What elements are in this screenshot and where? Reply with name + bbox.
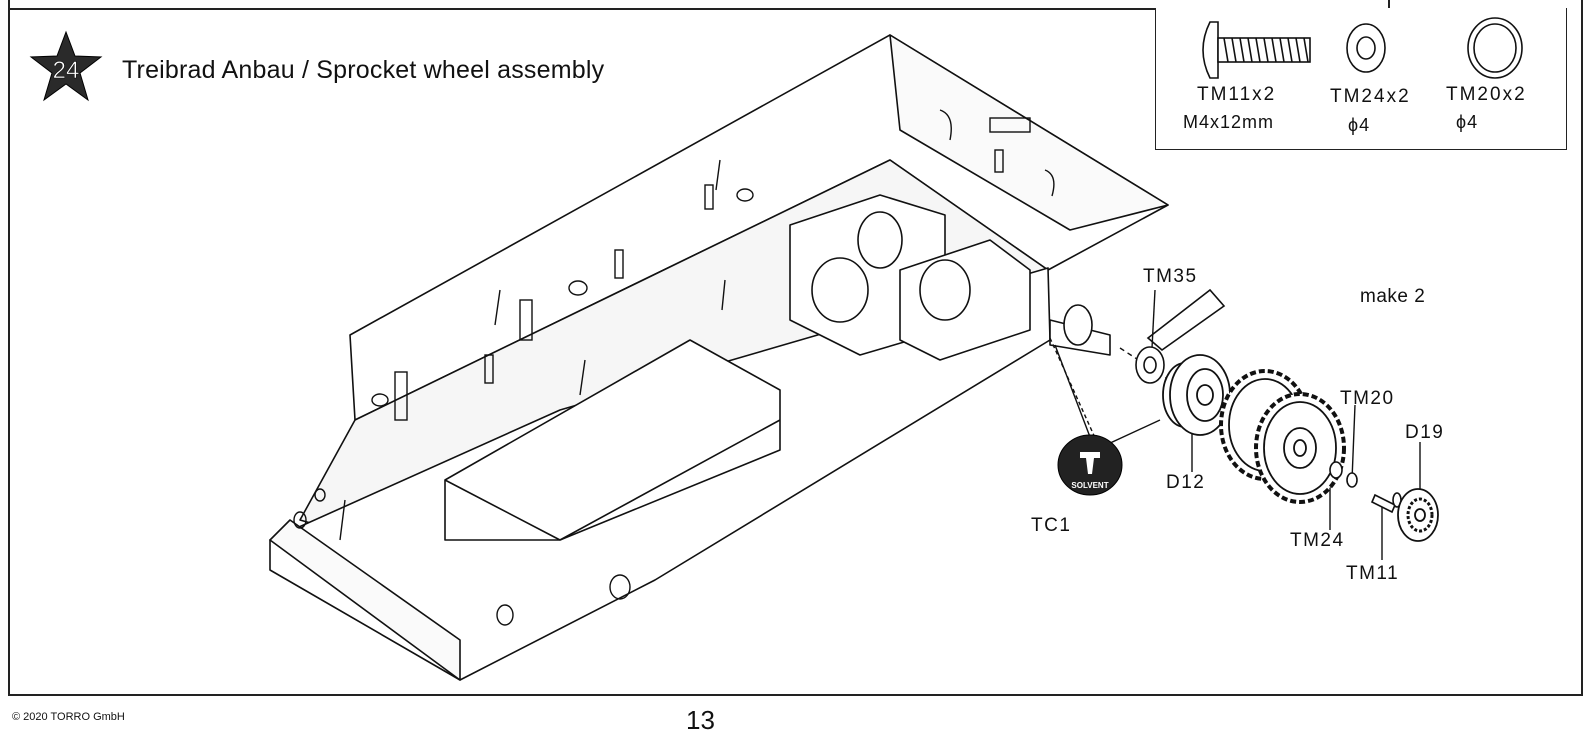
tm24-washer [1329, 461, 1343, 479]
step-title: Treibrad Anbau / Sprocket wheel assembly [122, 56, 605, 84]
copyright-notice: © 2020 TORRO GmbH [12, 711, 125, 723]
solvent-badge: SOLVENT [1057, 434, 1123, 496]
d12-hub [1162, 354, 1231, 436]
sprocket-wheel [1219, 369, 1346, 504]
solvent-text: SOLVENT [1071, 481, 1108, 490]
part-spec-tm24: ϕ4 [1348, 115, 1371, 135]
callout-tm20: TM20 [1340, 388, 1395, 409]
parts-divider [1388, 0, 1390, 8]
callout-tm11: TM11 [1346, 563, 1400, 584]
parts-box [1155, 8, 1567, 150]
part-label-tm20: TM20x2 [1446, 84, 1527, 105]
applicator-nib [1146, 288, 1226, 352]
screw-icon [1202, 21, 1311, 79]
callout-make-2: make 2 [1360, 286, 1426, 307]
copyright-icon: © [12, 711, 21, 723]
d19-cap [1397, 488, 1439, 542]
washer-icon [1346, 23, 1386, 73]
callout-d19: D19 [1405, 422, 1445, 443]
page-frame [8, 0, 1583, 696]
chassis-front-plate [269, 519, 461, 681]
battery-box [444, 339, 781, 541]
part-label-tm11: TM11x2 [1197, 84, 1277, 105]
tm11-screw [1370, 492, 1402, 514]
callout-tm35: TM35 [1143, 266, 1198, 287]
callout-d12: D12 [1166, 472, 1206, 493]
step-number: 24 [53, 57, 80, 84]
tm35-washer [1135, 346, 1165, 384]
tm20-ring [1346, 472, 1358, 488]
copyright-text: 2020 TORRO GmbH [23, 711, 125, 723]
part-spec-tm11: M4x12mm [1183, 112, 1275, 132]
part-spec-tm20: ϕ4 [1456, 112, 1479, 132]
page-number: 13 [686, 705, 715, 735]
callout-tm24: TM24 [1290, 530, 1345, 551]
step-star-badge: 24 [29, 30, 103, 102]
top-rule [8, 8, 1156, 10]
part-label-tm24: TM24x2 [1330, 86, 1411, 107]
callout-tc1: TC1 [1031, 515, 1072, 536]
ring-icon [1467, 17, 1523, 79]
